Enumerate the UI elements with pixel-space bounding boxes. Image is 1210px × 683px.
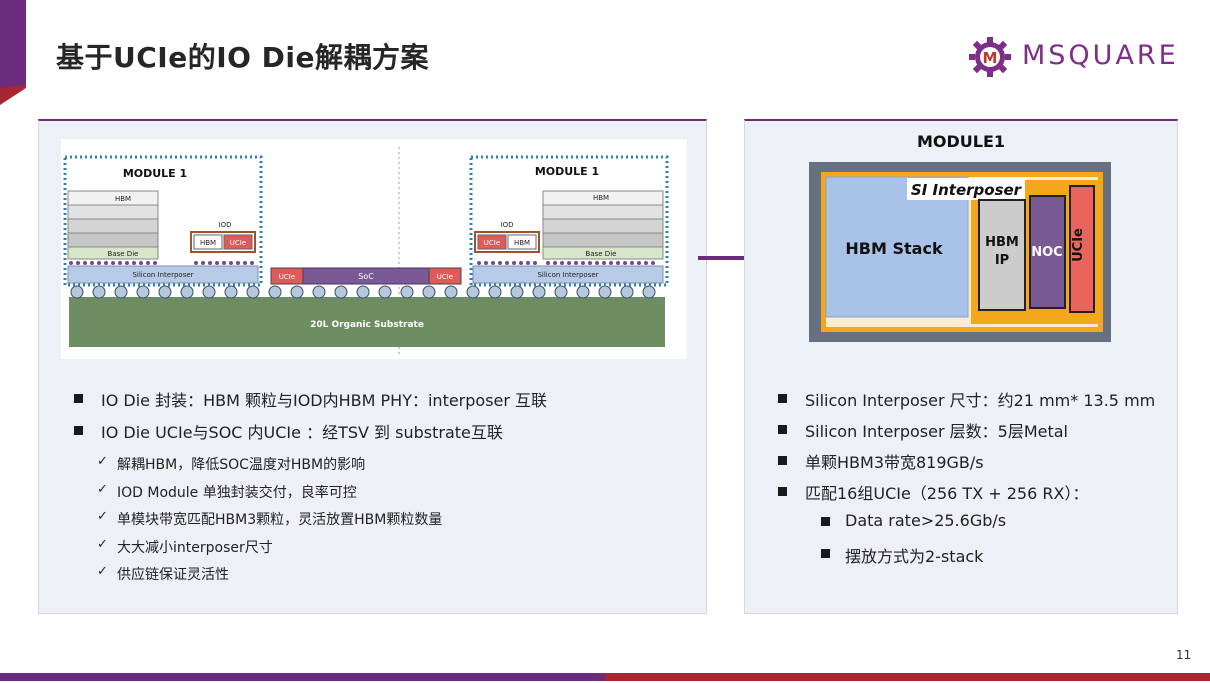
right-sub-bullet-list: Data rate>25.6Gb/s 摆放方式为2-stack: [821, 511, 1006, 575]
check-item: ✓ IOD Module 单独封装交付，良率可控: [97, 482, 442, 510]
check-icon: ✓: [97, 509, 108, 524]
right-bullet-item: Silicon Interposer 层数：5层Metal: [775, 418, 1155, 449]
module1-left-label: MODULE 1: [123, 167, 187, 180]
iod-ucie-right: UCIe: [484, 239, 500, 247]
base-die-right-label: Base Die: [586, 250, 617, 258]
logo-letter: M: [983, 49, 998, 67]
sub-bullet-item: 摆放方式为2-stack: [821, 543, 1006, 575]
check-item: ✓ 单模块带宽匹配HBM3颗粒，灵活放置HBM颗粒数量: [97, 509, 442, 537]
soc-label: SoC: [358, 272, 374, 281]
check-item-text: 单模块带宽匹配HBM3颗粒，灵活放置HBM颗粒数量: [117, 512, 443, 528]
organic-substrate: [69, 297, 665, 347]
module1-floorplan-image: HBM Stack SI Interposer HBM IP NOC UCIe: [809, 162, 1111, 342]
right-bullet-item: Silicon Interposer 尺寸：约21 mm* 13.5 mm: [775, 387, 1155, 418]
iod-left-label: IOD: [219, 221, 232, 229]
hbm-ip-label-line2: IP: [995, 253, 1009, 268]
soc-ucie-left: UCIe: [279, 273, 295, 281]
check-icon: ✓: [97, 564, 108, 579]
hbm-stack-label: HBM Stack: [845, 239, 943, 258]
check-item-text: IOD Module 单独封装交付，良率可控: [117, 484, 357, 501]
substrate-label: 20L Organic Substrate: [310, 320, 424, 330]
package-cross-section-diagram: 20L Organic Substrate MODULE 1 HBM: [61, 139, 687, 359]
noc-block: [1029, 195, 1066, 309]
left-check-list: ✓ 解耦HBM，降低SOC温度对HBM的影响 ✓ IOD Module 单独封装交付…: [97, 454, 442, 592]
check-item-text: 大大减小interposer尺寸: [117, 539, 273, 556]
iod-right-label: IOD: [501, 221, 514, 229]
left-panel: 20L Organic Substrate MODULE 1 HBM: [38, 119, 707, 614]
bottom-bar-red: [605, 673, 1210, 681]
check-item-text: 供应链保证灵活性: [117, 567, 229, 583]
page-number: 11: [1176, 648, 1192, 662]
ucie-block: [1069, 185, 1095, 313]
noc-label: NOC: [1031, 245, 1062, 260]
logo-text: MSQUARE: [1022, 40, 1179, 71]
iod-hbm-right: HBM: [514, 239, 530, 247]
module1-right-label: MODULE 1: [535, 165, 599, 178]
module1-left-outline: [63, 155, 263, 287]
right-bullet-item: 匹配16组UCIe（256 TX + 256 RX）：: [775, 480, 1155, 511]
sub-bullet-item: Data rate>25.6Gb/s: [821, 511, 1006, 543]
interposer-left-label: Silicon Interposer: [132, 271, 193, 279]
corner-accent: [0, 0, 26, 105]
right-bullet-item: 单颗HBM3带宽819GB/s: [775, 449, 1155, 480]
check-item: ✓ 供应链保证灵活性: [97, 564, 442, 592]
left-bullet-item: IO Die UCIe与SOC 内UCIe ：经TSV 到 substrate互…: [71, 419, 547, 451]
ucie-label: UCIe: [1071, 228, 1086, 262]
left-bullet-list: IO Die 封装：HBM 颗粒与IOD内HBM PHY：interposer …: [71, 387, 547, 451]
iod-hbm-left: HBM: [200, 239, 216, 247]
hbm-ip-label-line1: HBM: [985, 235, 1019, 250]
left-bullet-item: IO Die 封装：HBM 颗粒与IOD内HBM PHY：interposer …: [71, 387, 547, 419]
base-die-left-label: Base Die: [108, 250, 139, 258]
check-item: ✓ 大大减小interposer尺寸: [97, 537, 442, 565]
interposer-right-label: Silicon Interposer: [537, 271, 598, 279]
check-icon: ✓: [97, 536, 108, 552]
hbm-left-label: HBM: [115, 195, 131, 203]
gear-logo-icon: M: [969, 37, 1011, 77]
check-item: ✓ 解耦HBM，降低SOC温度对HBM的影响: [97, 454, 442, 482]
right-panel: MODULE1 HBM Stack SI Interposer HBM IP N…: [744, 119, 1178, 614]
solder-balls: [70, 285, 656, 299]
check-icon: ✓: [97, 454, 108, 469]
check-icon: ✓: [97, 481, 108, 497]
hbm-ip-block: [978, 199, 1026, 311]
check-item-text: 解耦HBM，降低SOC温度对HBM的影响: [117, 457, 366, 473]
soc-ucie-right: UCIe: [437, 273, 453, 281]
bottom-bar-purple: [0, 673, 605, 681]
module1-right-outline: [469, 155, 669, 287]
right-bullet-list: Silicon Interposer 尺寸：约21 mm* 13.5 mm Si…: [775, 387, 1155, 511]
iod-ucie-left: UCIe: [230, 239, 246, 247]
hbm-stack-block: [825, 176, 969, 318]
page-title: 基于UCIe的IO Die解耦方案: [56, 41, 429, 74]
hbm-right-label: HBM: [593, 194, 609, 202]
si-interposer-label: SI Interposer: [911, 181, 1023, 199]
msquare-logo: M MSQUARE: [966, 36, 1181, 78]
module1-title: MODULE1: [916, 132, 1006, 151]
